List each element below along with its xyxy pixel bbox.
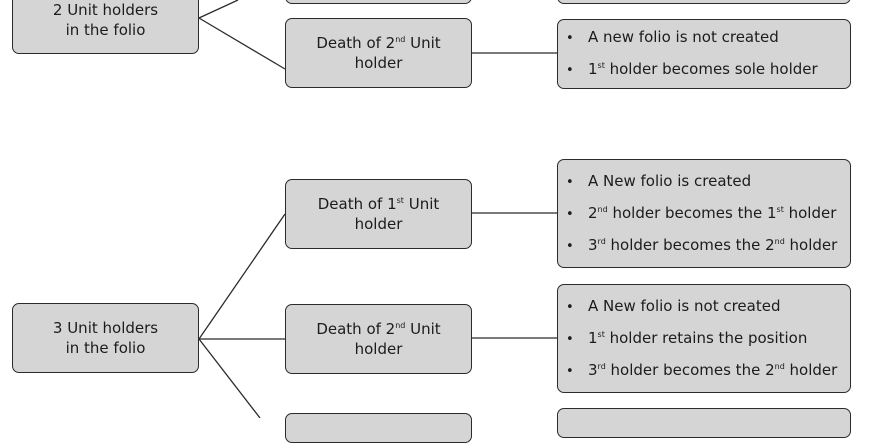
outcome-bullet-item: • A new folio is not created <box>566 22 850 54</box>
event-2-line-2: holder <box>354 54 403 72</box>
root-box-two-unit-holders: 2 Unit holders in the folio <box>12 0 199 54</box>
root-two-line-2: in the folio <box>65 21 146 39</box>
event-3-line-1-ordinal-suffix: st <box>396 196 404 205</box>
bullet-icon: • <box>566 174 574 190</box>
outcome-item-text: 2nd holder becomes the 1st holder <box>588 203 837 222</box>
event-4-line-1: Death of 2nd Unit <box>316 320 441 338</box>
root-two-line-1: 2 Unit holders <box>52 1 159 19</box>
outcome-item-text: A new folio is not created <box>588 28 779 46</box>
event-2-line-1: Death of 2nd Unit <box>316 34 441 52</box>
connector-root-two-to-event-1 <box>198 0 239 19</box>
connector-root-three-to-event-5 <box>198 338 261 418</box>
event-box-1 <box>285 0 472 4</box>
connector-root-two-to-event-2 <box>198 17 286 70</box>
event-box-death-of-2nd-holder-three: Death of 2nd Unit holder <box>285 304 472 374</box>
event-4-line-2: holder <box>354 340 403 358</box>
outcome-item-text: A New folio is created <box>588 171 752 190</box>
outcome-item-ordinal-suffix: rd <box>597 236 606 246</box>
bullet-icon: • <box>566 63 574 78</box>
event-box-death-of-1st-holder: Death of 1st Unit holder <box>285 179 472 249</box>
event-box-death-of-2nd-holder: Death of 2nd Unit holder <box>285 18 472 88</box>
outcome-bullet-item: • 2nd holder becomes the 1st holder <box>566 198 850 230</box>
outcome-item-ordinal-suffix: st <box>776 204 784 214</box>
outcome-item-text: 1st holder retains the position <box>588 328 808 347</box>
bullet-icon: • <box>566 299 574 315</box>
outcome-item-ordinal-suffix: st <box>597 61 605 70</box>
root-three-line-1: 3 Unit holders <box>52 319 159 337</box>
bullet-icon: • <box>566 238 574 254</box>
outcome-item-ordinal-suffix: rd <box>597 361 606 371</box>
bullet-icon: • <box>566 206 574 222</box>
outcome-box-5 <box>557 408 851 438</box>
outcome-item-ordinal-suffix: st <box>597 329 605 339</box>
bullet-icon: • <box>566 363 574 379</box>
outcome-item-text: 1st holder becomes sole holder <box>588 60 818 78</box>
outcome-item-text: 3rd holder becomes the 2nd holder <box>588 235 838 254</box>
root-three-line-2: in the folio <box>65 339 146 357</box>
bullet-icon: • <box>566 331 574 347</box>
outcome-bullet-item: • A New folio is created <box>566 166 850 198</box>
outcome-bullet-item: • A New folio is not created <box>566 291 850 323</box>
outcome-box-2: • A new folio is not created • 1st holder b… <box>557 19 851 89</box>
outcome-item-text: 3rd holder becomes the 2nd holder <box>588 360 838 379</box>
event-3-line-2: holder <box>354 215 403 233</box>
connector-root-three-to-event-3 <box>198 213 286 340</box>
bullet-icon: • <box>566 31 574 46</box>
outcome-bullet-item: • 1st holder becomes sole holder <box>566 54 850 86</box>
outcome-box-1 <box>557 0 851 4</box>
outcome-bullet-item: • 3rd holder becomes the 2nd holder <box>566 230 850 262</box>
event-4-line-1-ordinal-suffix: nd <box>395 321 406 330</box>
event-2-line-1-ordinal-suffix: nd <box>395 35 406 44</box>
outcome-item-ordinal-suffix: nd <box>597 204 608 214</box>
connector-lines <box>198 0 557 418</box>
outcome-box-3: • A New folio is created • 2nd holder becom… <box>557 159 851 268</box>
flowchart-canvas: 2 Unit holders in the folio 3 Unit holde… <box>12 0 851 443</box>
outcome-bullet-item: • 1st holder retains the position <box>566 323 850 355</box>
root-box-three-unit-holders: 3 Unit holders in the folio <box>12 303 199 373</box>
outcome-bullet-item: • 3rd holder becomes the 2nd holder <box>566 355 850 387</box>
outcome-item-ordinal-suffix: nd <box>774 361 785 371</box>
outcome-item-ordinal-suffix: nd <box>774 236 785 246</box>
outcome-item-text: A New folio is not created <box>588 296 781 315</box>
event-3-line-1: Death of 1st Unit <box>317 195 440 213</box>
outcome-box-4: • A New folio is not created • 1st holder r… <box>557 284 851 393</box>
